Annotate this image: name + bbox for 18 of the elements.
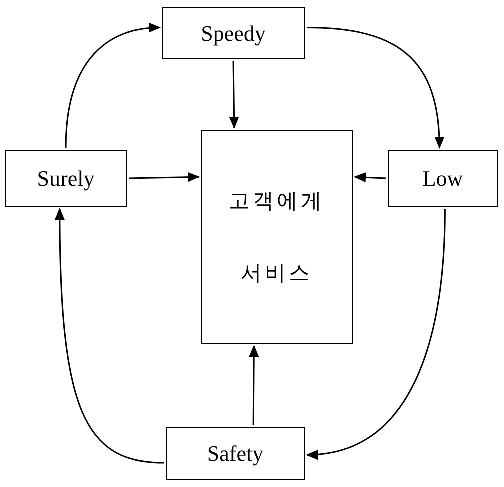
arrow [65, 23, 161, 148]
box-label: Speedy [201, 20, 266, 48]
box-label: 고객에게 서비스 [228, 188, 326, 287]
arrow [354, 172, 386, 183]
box-label: Surely [37, 165, 95, 193]
arrow [55, 208, 164, 464]
arrow [249, 345, 260, 425]
process-box [388, 150, 498, 207]
box-label: Low [422, 165, 464, 193]
process-box [166, 427, 305, 480]
arrow [306, 27, 444, 149]
process-box [201, 130, 353, 344]
arrow [128, 172, 200, 182]
arrow [306, 208, 446, 459]
box-label: Safety [207, 440, 264, 468]
process-box [162, 7, 305, 59]
arrow [229, 60, 240, 129]
process-box [5, 150, 127, 207]
